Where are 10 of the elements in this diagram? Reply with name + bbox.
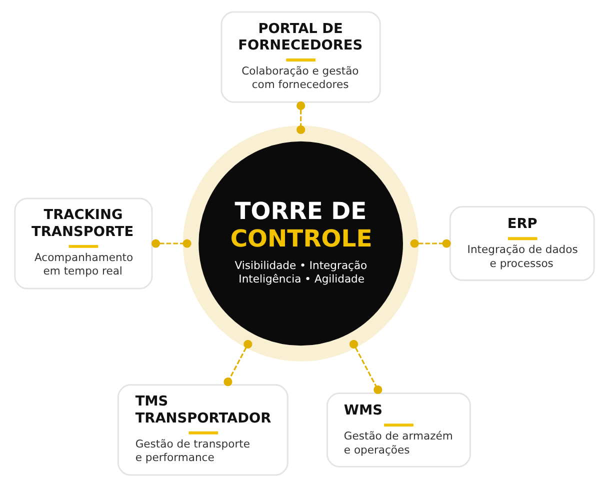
node-box: PORTAL DE FORNECEDORES Colaboração e gestão com fornecedores bbox=[220, 11, 381, 103]
connector bbox=[296, 101, 306, 134]
connector bbox=[224, 340, 252, 386]
node-box: ERP Integração de dados e processos bbox=[449, 206, 595, 281]
connector bbox=[410, 239, 451, 248]
connector bbox=[151, 239, 192, 248]
connector bbox=[349, 340, 382, 394]
node-box: WMS Gestão de armazém e operações bbox=[326, 392, 471, 468]
node-box: TMS TRANSPORTADOR Gestão de transporte e performance bbox=[117, 384, 288, 476]
node-box: TRACKING TRANSPORTE Acompanhamento em tempo real bbox=[14, 198, 153, 290]
